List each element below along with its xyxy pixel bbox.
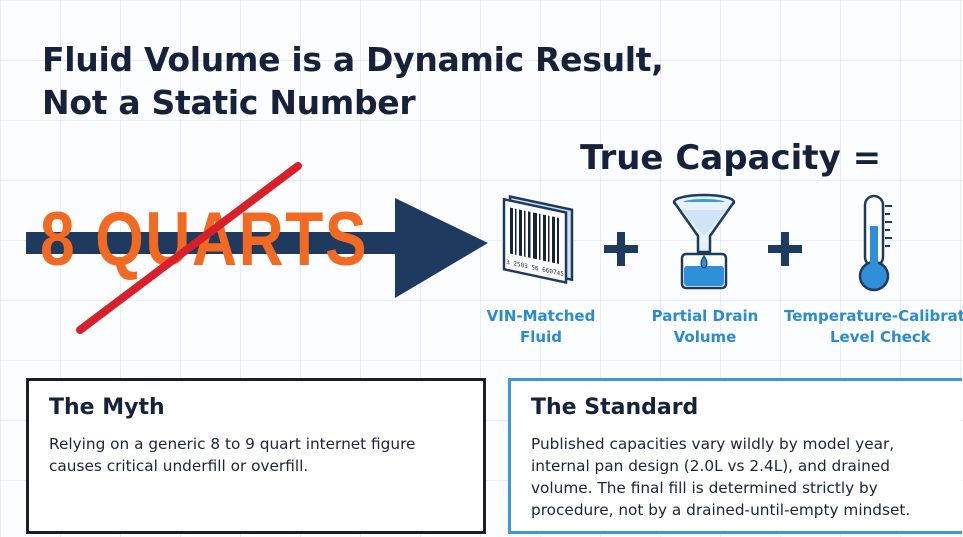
caption-drain-line-2: Volume — [673, 328, 737, 346]
title-line-1: Fluid Volume is a Dynamic Result, — [42, 40, 664, 79]
funnel-container-icon — [672, 193, 736, 290]
barcode-icon: 3 2503 56 660745 — [502, 195, 574, 284]
arrow-shaft — [26, 232, 411, 254]
equation-label: True Capacity = — [580, 138, 882, 178]
caption-partial-drain: Partial Drain Volume — [630, 306, 780, 348]
arrow-head — [395, 198, 488, 298]
caption-temperature-calibrated: Temperature-Calibrated Level Check — [782, 306, 963, 348]
standard-heading: The Standard — [531, 395, 699, 420]
thermometer-icon — [858, 194, 892, 292]
title-line-2: Not a Static Number — [42, 83, 416, 122]
myth-box: The Myth Relying on a generic 8 to 9 qua… — [26, 378, 486, 534]
plus-sign-1 — [604, 232, 638, 266]
caption-vin-line-2: Fluid — [520, 328, 562, 346]
myth-heading: The Myth — [49, 395, 165, 420]
standard-box: The Standard Published capacities vary w… — [508, 378, 962, 534]
page-title: Fluid Volume is a Dynamic Result, Not a … — [42, 38, 664, 124]
caption-vin-line-1: VIN-Matched — [486, 307, 596, 325]
caption-vin-matched: VIN-Matched Fluid — [466, 306, 616, 348]
caption-temp-line-1: Temperature-Calibrated — [784, 307, 963, 325]
caption-drain-line-1: Partial Drain — [651, 307, 759, 325]
arrow-graphic — [26, 198, 488, 298]
myth-body: Relying on a generic 8 to 9 quart intern… — [49, 435, 416, 475]
plus-sign-2 — [768, 232, 802, 266]
caption-temp-line-2: Level Check — [830, 328, 931, 346]
standard-body: Published capacities vary wildly by mode… — [531, 435, 911, 519]
